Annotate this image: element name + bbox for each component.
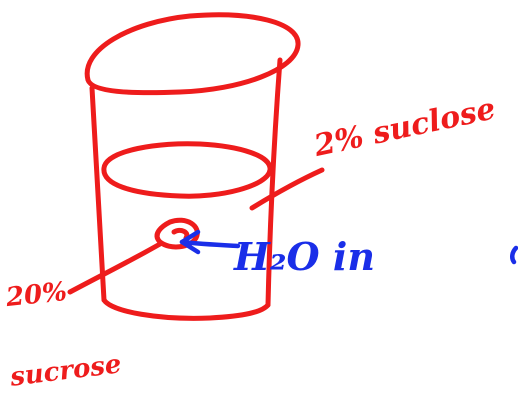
solution-surface xyxy=(101,141,273,199)
leader-line-outside xyxy=(249,167,325,211)
stray-mark xyxy=(510,245,518,265)
water-arrow xyxy=(179,229,241,255)
arrow-head xyxy=(179,229,201,255)
surface-ellipse xyxy=(101,141,273,199)
water-movement-label: H₂O in xyxy=(234,234,375,279)
leader-line-inside xyxy=(67,241,163,295)
beaker-rim xyxy=(84,12,301,96)
beaker-left-wall xyxy=(89,85,107,303)
beaker-right-wall xyxy=(265,57,283,308)
beaker xyxy=(84,12,301,321)
leader-lines xyxy=(67,167,325,295)
beaker-base xyxy=(101,297,271,321)
bag-outline xyxy=(154,217,200,250)
inside-concentration-label: 20% xyxy=(4,276,69,314)
bag-inner-stroke xyxy=(171,227,190,241)
